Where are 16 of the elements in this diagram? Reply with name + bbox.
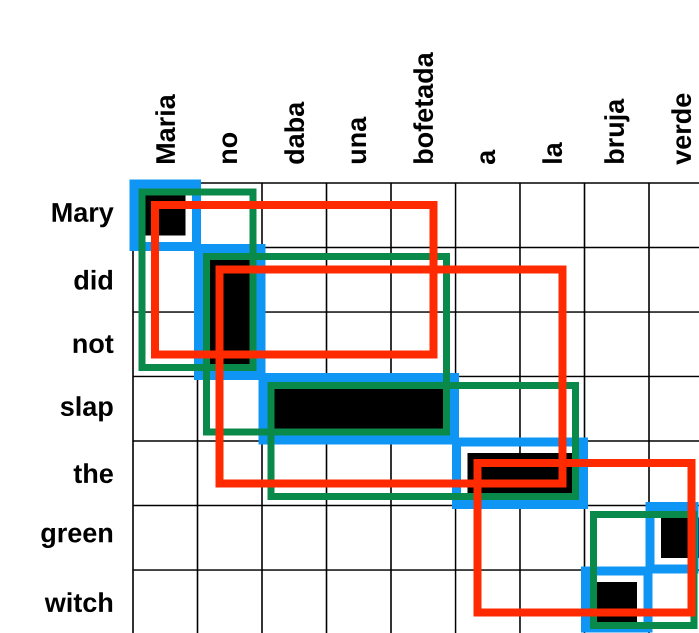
column-header: Maria	[155, 94, 176, 163]
row-header: the	[74, 463, 113, 484]
row-header: did	[74, 270, 112, 290]
column-header: daba	[284, 102, 304, 164]
row-header: not	[74, 335, 114, 354]
column-header: una	[351, 116, 366, 164]
row-header: witch	[44, 592, 112, 612]
column-header: no	[222, 132, 238, 164]
row-header: Mary	[52, 203, 114, 228]
column-header: bofetada	[413, 52, 434, 164]
column-header: verde	[671, 94, 692, 165]
column-header: a	[480, 150, 496, 164]
column-header: bruja	[604, 98, 630, 164]
row-header: green	[41, 528, 112, 548]
column-header: la	[542, 142, 562, 163]
row-header: slap	[60, 396, 113, 422]
